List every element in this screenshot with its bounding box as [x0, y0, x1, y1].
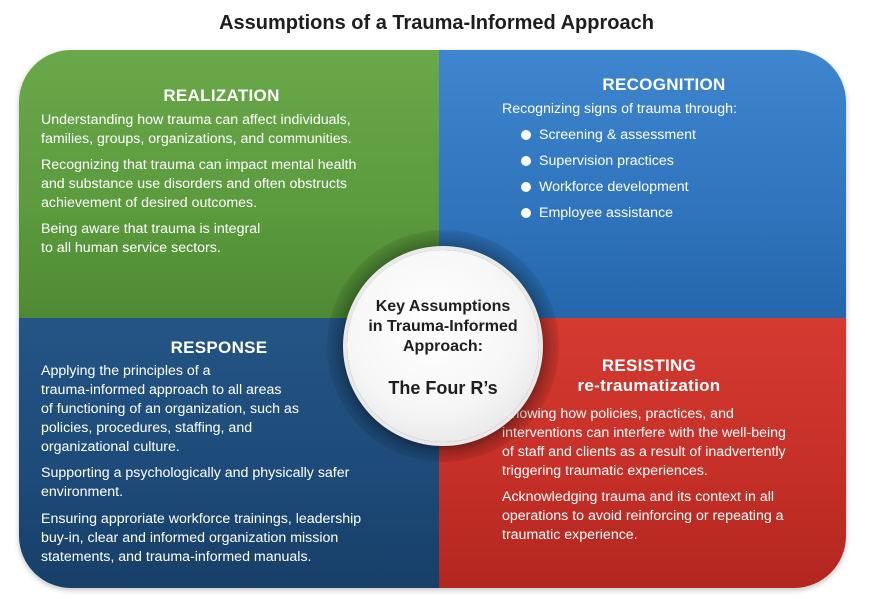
resisting-title-line-2: re-traumatization [577, 376, 721, 395]
text-line: Acknowledging trauma and its context in … [502, 489, 775, 505]
resisting-title: RESISTING re-traumatization [539, 356, 759, 396]
hub-heading-line-3: Approach: [403, 338, 483, 355]
list-item: Workforce development [521, 174, 696, 200]
text-line: Ensuring approriate workforce trainings,… [41, 511, 362, 527]
text-line: buy-in, clear and informed organization … [41, 530, 339, 546]
list-item: Screening & assessment [521, 122, 696, 148]
text-line: of staff and clients as a result of inad… [502, 444, 786, 460]
text-line: statements, and trauma-informed manuals. [41, 549, 312, 565]
text-line: environment. [41, 484, 124, 500]
list-item-label: Workforce development [539, 179, 689, 195]
realization-paragraph-1: Understanding how trauma can affect indi… [41, 111, 352, 149]
hub-heading-line-2: in Trauma-Informed [368, 318, 518, 335]
diagram-title: Assumptions of a Trauma-Informed Approac… [219, 12, 654, 34]
bullet-icon [521, 182, 531, 192]
realization-paragraph-2: Recognizing that trauma can impact menta… [41, 156, 356, 213]
bullet-icon [521, 130, 531, 140]
text-line: families, groups, organizations, and com… [41, 131, 352, 147]
center-hub: Key Assumptions in Trauma-Informed Appro… [347, 250, 539, 442]
resisting-paragraph-2: Acknowledging trauma and its context in … [502, 488, 784, 545]
text-line: and substance use disorders and often ob… [41, 176, 348, 192]
text-line: organizational culture. [41, 439, 180, 455]
recognition-intro: Recognizing signs of trauma through: [502, 101, 738, 117]
realization-quadrant: REALIZATION Understanding how trauma can… [19, 50, 439, 318]
list-item-label: Supervision practices [539, 153, 674, 169]
four-rs-board: REALIZATION Understanding how trauma can… [19, 50, 846, 588]
text-line: Knowing how policies, practices, and [502, 406, 734, 422]
text-line: trauma-informed approach to all areas [41, 382, 282, 398]
text-line: achievement of desired outcomes. [41, 195, 258, 211]
bullet-icon [521, 208, 531, 218]
list-item-label: Screening & assessment [539, 127, 696, 143]
response-paragraph-2: Supporting a psychologically and physica… [41, 464, 349, 502]
resisting-paragraph-1: Knowing how policies, practices, and int… [502, 405, 786, 481]
text-line: operations to avoid reinforcing or repea… [502, 508, 784, 524]
text-line: Supporting a psychologically and physica… [41, 465, 350, 481]
hub-heading-line-1: Key Assumptions [375, 298, 511, 315]
response-paragraph-1: Applying the principles of a trauma-info… [41, 362, 299, 457]
text-line: Being aware that trauma is integral [41, 221, 261, 237]
realization-title: REALIZATION [163, 86, 280, 105]
text-line: to all human service sectors. [41, 240, 221, 256]
response-title: RESPONSE [170, 338, 268, 357]
bullet-icon [521, 156, 531, 166]
response-paragraph-3: Ensuring approriate workforce trainings,… [41, 510, 361, 567]
list-item: Supervision practices [521, 148, 696, 174]
text-line: Understanding how trauma can affect indi… [41, 112, 351, 128]
realization-paragraph-3: Being aware that trauma is integral to a… [41, 220, 260, 258]
text-line: policies, procedures, staffing, and [41, 420, 253, 436]
list-item-label: Employee assistance [539, 205, 674, 221]
recognition-title: RECOGNITION [602, 75, 726, 94]
recognition-quadrant: RECOGNITION Recognizing signs of trauma … [439, 50, 846, 318]
text-line: of functioning of an organization, such … [41, 401, 299, 417]
hub-heading: Key Assumptions in Trauma-Informed Appro… [347, 297, 539, 357]
text-line: triggering traumatic experiences. [502, 463, 708, 479]
text-line: Applying the principles of a [41, 363, 211, 379]
text-line: traumatic experience. [502, 527, 638, 543]
recognition-bullet-list: Screening & assessment Supervision pract… [521, 122, 696, 226]
resisting-title-line-1: RESISTING [601, 356, 697, 375]
hub-subtitle: The Four R’s [388, 378, 498, 398]
list-item: Employee assistance [521, 200, 696, 226]
text-line: interventions can interfere with the wel… [502, 425, 786, 441]
text-line: Recognizing that trauma can impact menta… [41, 157, 357, 173]
